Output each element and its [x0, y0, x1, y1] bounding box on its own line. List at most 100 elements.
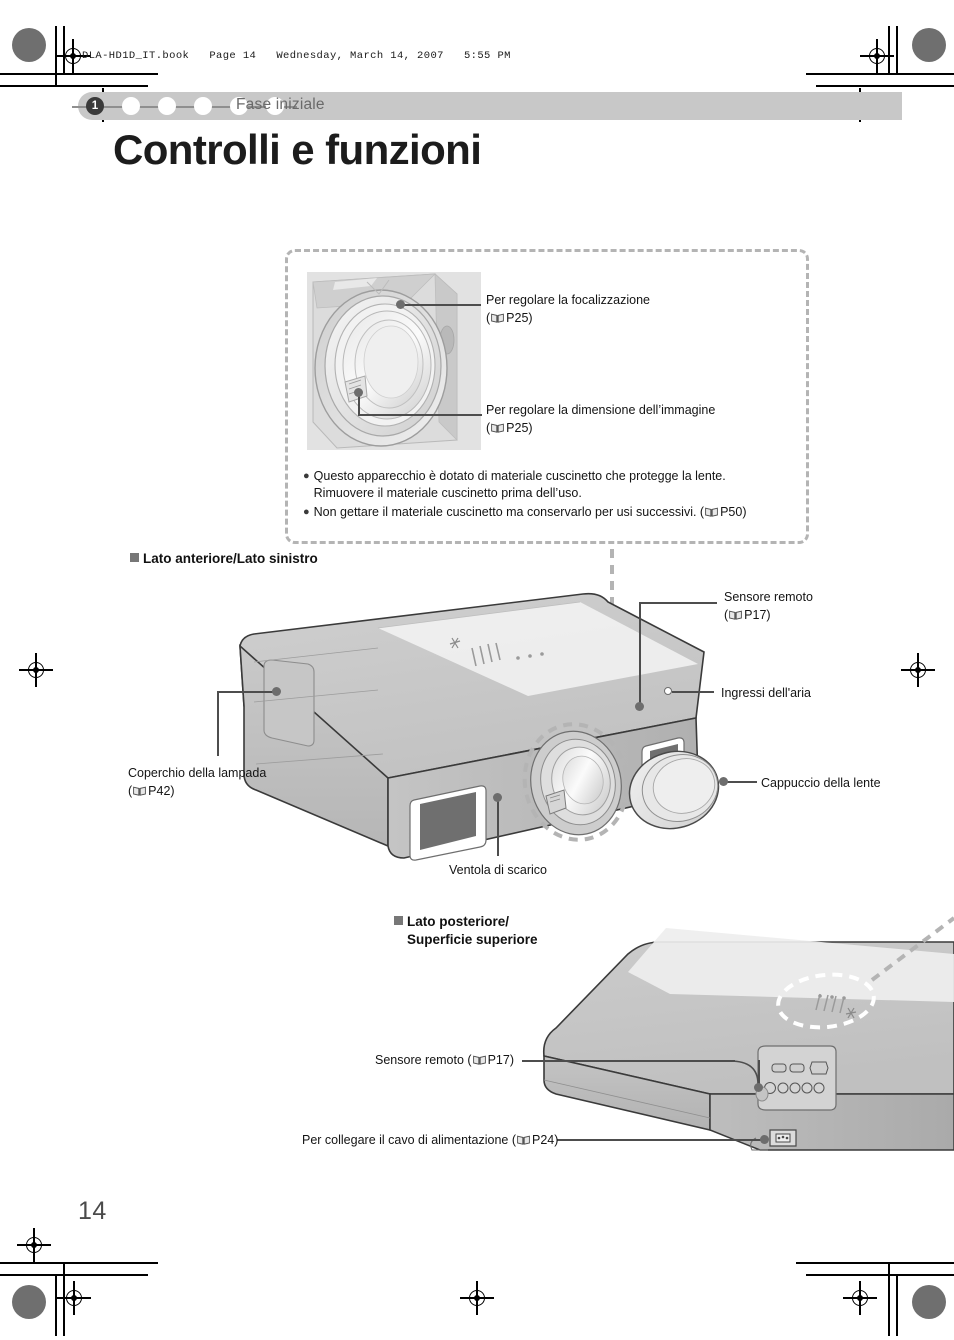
exhaust-vent-nub — [493, 793, 502, 802]
step-node-1[interactable]: 1 — [86, 97, 104, 115]
open-book-icon — [517, 1135, 530, 1145]
note-1-line1: Questo apparecchio è dotato di materiale… — [313, 469, 726, 483]
crop-line-tl-h1 — [0, 85, 148, 87]
callout-lamp-cover-label: Coperchio della lampada — [128, 766, 267, 780]
lens-notes-list: ● Questo apparecchio è dotato di materia… — [303, 468, 803, 523]
page-ref-focus[interactable]: P25 — [506, 311, 529, 326]
crop-line-br-h2 — [796, 1262, 954, 1264]
registration-dot-br — [912, 1285, 946, 1319]
filled-square-marker-icon — [130, 553, 139, 562]
focus-ring-nub — [396, 300, 405, 309]
crop-line-br-v1 — [896, 1274, 898, 1336]
lamp-cover-nub — [272, 687, 281, 696]
crop-line-bl-v2 — [63, 1262, 65, 1336]
open-book-icon — [133, 786, 147, 796]
open-book-icon — [491, 423, 505, 433]
page-ref-remote-sensor-rear[interactable]: P17 — [487, 1053, 510, 1067]
crop-line-tr-v2 — [888, 26, 890, 74]
callout-remote-sensor-front: Sensore remoto (P17) — [724, 588, 813, 624]
leader-remote-sensor-rear-v — [758, 1060, 760, 1087]
callout-remote-sensor-rear-label: Sensore remoto ( — [375, 1053, 472, 1067]
power-cord-nub — [760, 1135, 769, 1144]
registration-mark-bottom-left — [17, 1228, 51, 1262]
callout-exhaust-vent: Ventola di scarico — [449, 863, 547, 877]
open-book-icon — [491, 313, 505, 323]
paren-open: ( — [486, 421, 491, 436]
crop-line-br-v2 — [888, 1262, 890, 1336]
lens-illustration — [312, 273, 458, 449]
crop-line-bl-h1 — [0, 1262, 158, 1264]
registration-mark-mid-left — [19, 653, 53, 687]
callout-remote-sensor-rear: Sensore remoto ( P17) — [375, 1051, 514, 1069]
leader-remote-sensor-rear-curve — [729, 1060, 759, 1085]
registration-mark-bottom-center — [460, 1281, 494, 1315]
callout-focus: Per regolare la focalizzazione (P25) — [486, 291, 650, 327]
callout-power-cord: Per collegare il cavo di alimentazione (… — [302, 1131, 558, 1149]
section-heading-front-label: Lato anteriore/Lato sinistro — [143, 551, 318, 566]
page-ref-remote-sensor[interactable]: P17 — [744, 608, 767, 623]
paren-close: ) — [509, 1053, 514, 1067]
crop-line-tl-h2 — [0, 73, 158, 75]
lens-photo — [307, 272, 481, 450]
projector-rear-illustration — [542, 916, 954, 1151]
callout-focus-ref: (P25) — [486, 309, 650, 327]
crop-line-tr-h1 — [806, 73, 954, 75]
step-node-4[interactable] — [194, 97, 212, 115]
step-bar-label: Fase iniziale — [236, 96, 325, 113]
callout-zoom-ref: ( P25) — [486, 419, 715, 437]
leader-power-cord — [557, 1139, 764, 1141]
open-book-icon — [705, 507, 718, 517]
page-number: 14 — [78, 1197, 107, 1225]
page-ref-power-cord[interactable]: P24 — [532, 1133, 555, 1147]
callout-power-cord-label: Per collegare il cavo di alimentazione ( — [302, 1133, 516, 1147]
step-node-3[interactable] — [158, 97, 176, 115]
open-book-icon — [729, 610, 743, 620]
crop-line-tr-h2 — [816, 85, 954, 87]
section-heading-front: Lato anteriore/Lato sinistro — [130, 550, 318, 568]
registration-mark-bottom-right — [843, 1281, 877, 1315]
registration-mark-top-right — [860, 39, 894, 73]
section-heading-rear: Lato posteriore/ Superficie superiore — [394, 913, 538, 949]
callout-air-inlets: Ingressi dell'aria — [721, 686, 811, 700]
callout-remote-sensor-label: Sensore remoto — [724, 590, 813, 604]
leader-exhaust-vent — [497, 798, 499, 856]
step-progress-bar: 1 Fase iniziale — [72, 92, 902, 120]
step-node-2[interactable] — [122, 97, 140, 115]
callout-lamp-cover: Coperchio della lampada (P42) — [128, 764, 266, 800]
page-ref-note-2[interactable]: P50 — [720, 505, 743, 519]
lens-cap-nub — [719, 777, 728, 786]
step-node-6[interactable] — [266, 97, 284, 115]
page-ref-zoom[interactable]: P25 — [506, 421, 529, 436]
filled-circle-bullet-icon: ● — [303, 506, 310, 518]
registration-mark-bottom-left-2 — [57, 1281, 91, 1315]
leader-air-inlets — [672, 691, 714, 693]
paren-open: ( — [486, 311, 491, 326]
section-heading-rear-line1: Lato posteriore/ — [407, 914, 510, 929]
registration-dot-tr — [912, 28, 946, 62]
leader-remote-sensor-rear — [522, 1060, 735, 1062]
filled-square-marker-icon — [394, 916, 403, 925]
note-2-line1: Non gettare il materiale cuscinetto ma c… — [313, 505, 705, 519]
callout-focus-line1: Per regolare la focalizzazione — [486, 293, 650, 307]
section-heading-rear-line2: Superficie superiore — [407, 932, 538, 948]
callout-zoom-line1: Per regolare la dimensione dell’immagine — [486, 403, 716, 417]
paren-close: ) — [528, 421, 533, 436]
step-track — [72, 105, 297, 108]
leader-focus — [401, 304, 481, 306]
step-node-5[interactable] — [230, 97, 248, 115]
page-title: Controlli e funzioni — [113, 126, 482, 173]
book-file-header: DLA-HD1D_IT.book Page 14 Wednesday, Marc… — [82, 50, 511, 62]
leader-zoom-h — [358, 414, 482, 416]
registration-mark-mid-right — [901, 653, 935, 687]
crop-line-bl-h2 — [0, 1274, 148, 1276]
callout-lamp-cover-ref: (P42) — [128, 784, 175, 799]
crop-line-bl-v1 — [55, 1274, 57, 1336]
projector-front-illustration — [239, 592, 720, 861]
open-book-icon — [472, 1055, 486, 1065]
leader-lamp-cover-h — [217, 691, 277, 693]
filled-circle-bullet-icon: ● — [303, 470, 310, 482]
remote-sensor-rear-nub — [754, 1083, 763, 1092]
leader-zoom-v — [358, 394, 360, 415]
page-ref-lamp-cover[interactable]: P42 — [148, 784, 171, 799]
